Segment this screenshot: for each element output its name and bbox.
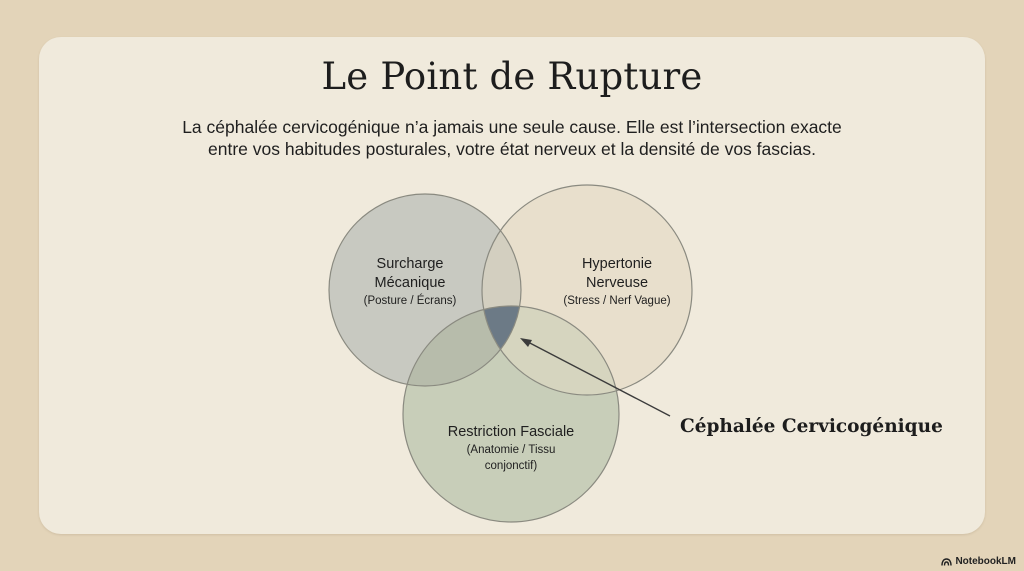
subtitle: La céphalée cervicogénique n’a jamais un… xyxy=(112,116,912,160)
overlap-nervous-fascial xyxy=(482,306,619,395)
pointer-line xyxy=(525,340,671,417)
outline-mechanical xyxy=(328,193,522,387)
label-nervous-line2: Nerveuse xyxy=(586,275,648,291)
label-nervous-detail: (Stress / Nerf Vague) xyxy=(563,295,670,307)
label-mechanical-detail: (Posture / Écrans) xyxy=(364,294,457,307)
label-fascial-line1: Restriction Fasciale xyxy=(448,424,575,440)
pointer-arrowhead xyxy=(520,338,532,347)
subtitle-line-1: La céphalée cervicogénique n’a jamais un… xyxy=(182,117,842,137)
outline-nervous xyxy=(481,184,693,396)
page-title: Le Point de Rupture xyxy=(321,55,703,98)
label-mechanical-line1: Surcharge xyxy=(377,256,444,272)
outline-fascial xyxy=(402,305,620,523)
notebooklm-logo: NotebookLM xyxy=(941,556,1016,567)
label-nervous-line1: Hypertonie xyxy=(582,256,652,272)
notebooklm-icon xyxy=(941,557,953,566)
label-fascial-detail1: (Anatomie / Tissu xyxy=(467,444,556,456)
label-fascial-detail2: conjonctif) xyxy=(485,460,538,472)
notebooklm-label: NotebookLM xyxy=(955,556,1016,567)
overlap-mechanical-fascial xyxy=(403,306,521,386)
label-mechanical-line2: Mécanique xyxy=(375,275,446,291)
subtitle-line-2: entre vos habitudes posturales, votre ét… xyxy=(208,139,816,159)
intersection-label: Céphalée Cervicogénique xyxy=(680,416,943,437)
